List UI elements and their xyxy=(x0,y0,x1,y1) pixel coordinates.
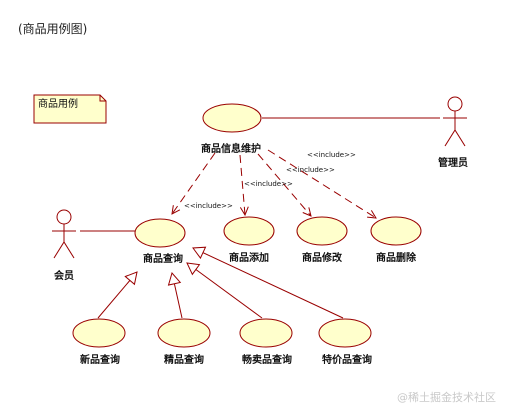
actor-member-label: 会员 xyxy=(54,269,74,282)
usecase-special-query-label: 特价品查询 xyxy=(322,353,372,366)
usecase-modify[interactable]: 商品修改 xyxy=(296,216,348,264)
actor-admin[interactable]: 管理员 xyxy=(438,96,468,169)
usecase-new-query[interactable]: 新品查询 xyxy=(72,318,126,366)
usecase-hot-query-label: 畅卖品查询 xyxy=(242,353,292,366)
actor-member-icon xyxy=(52,209,76,259)
watermark: @稀土掘金技术社区 xyxy=(397,391,496,404)
generalization-fine xyxy=(167,271,183,319)
diagram-title: (商品用例图) xyxy=(18,22,88,36)
generalization-hot xyxy=(186,262,263,319)
include-label-delete: <<include>> xyxy=(307,151,356,159)
usecase-new-query-label: 新品查询 xyxy=(80,353,120,366)
generalization-new xyxy=(97,271,138,319)
actor-admin-icon xyxy=(443,96,467,147)
actor-member[interactable]: 会员 xyxy=(52,209,76,282)
usecase-add-label: 商品添加 xyxy=(229,251,269,264)
include-maintain-add xyxy=(239,154,245,215)
usecase-special-query[interactable]: 特价品查询 xyxy=(318,318,372,366)
usecase-add[interactable]: 商品添加 xyxy=(223,216,275,264)
usecase-delete[interactable]: 商品删除 xyxy=(370,216,422,264)
include-label-query: <<include>> xyxy=(184,202,233,210)
include-maintain-delete xyxy=(267,149,376,218)
include-label-add: <<include>> xyxy=(244,180,293,188)
usecase-maintain[interactable]: 商品信息维护 xyxy=(201,103,262,155)
usecase-hot-query[interactable]: 畅卖品查询 xyxy=(239,318,293,366)
generalization-special xyxy=(192,246,344,319)
include-label-modify: <<include>> xyxy=(286,166,335,174)
usecase-fine-query[interactable]: 精品查询 xyxy=(157,318,211,366)
actor-admin-label: 管理员 xyxy=(438,156,468,169)
usecase-modify-label: 商品修改 xyxy=(302,251,343,264)
note: 商品用例 xyxy=(33,94,107,124)
usecase-query-label: 商品查询 xyxy=(143,252,183,265)
usecase-fine-query-label: 精品查询 xyxy=(164,353,204,366)
usecase-query[interactable]: 商品查询 xyxy=(134,218,186,265)
include-maintain-modify xyxy=(257,153,311,216)
usecase-delete-label: 商品删除 xyxy=(376,251,417,264)
usecase-maintain-label: 商品信息维护 xyxy=(201,142,261,155)
note-text: 商品用例 xyxy=(38,97,78,110)
